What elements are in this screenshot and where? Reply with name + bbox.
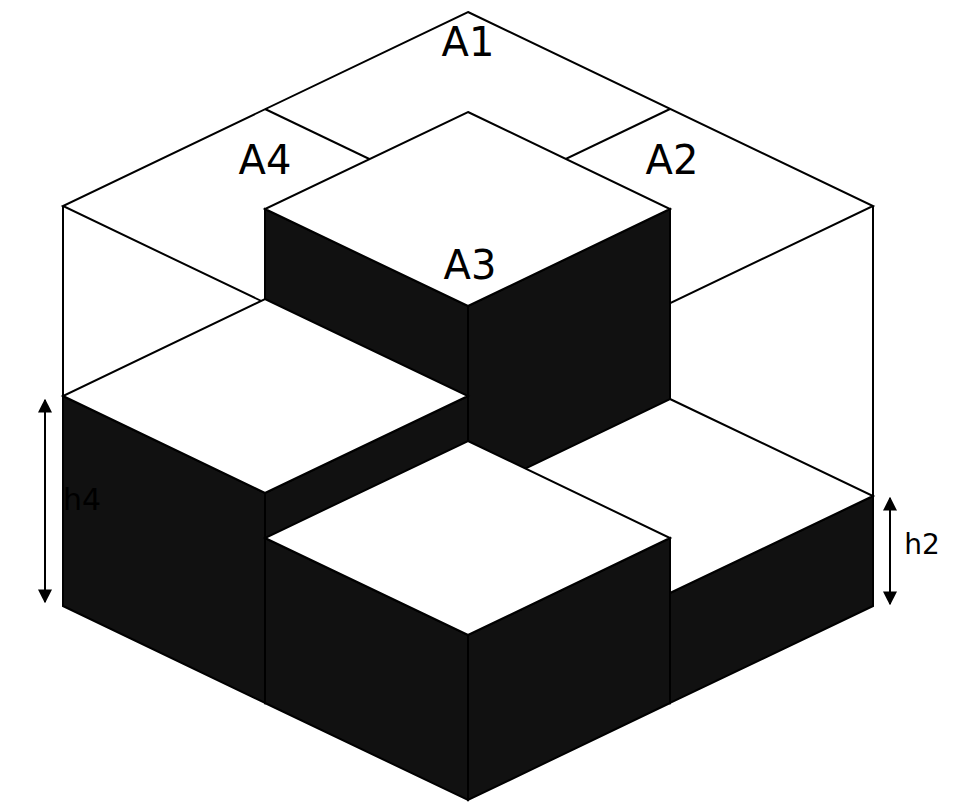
area-label: A2 — [646, 140, 699, 180]
height-label: h2 — [904, 531, 940, 559]
area-label: A3 — [444, 245, 497, 285]
area-label: A4 — [239, 140, 292, 180]
height-label: h4 — [63, 485, 101, 515]
area-label: A1 — [442, 22, 495, 62]
